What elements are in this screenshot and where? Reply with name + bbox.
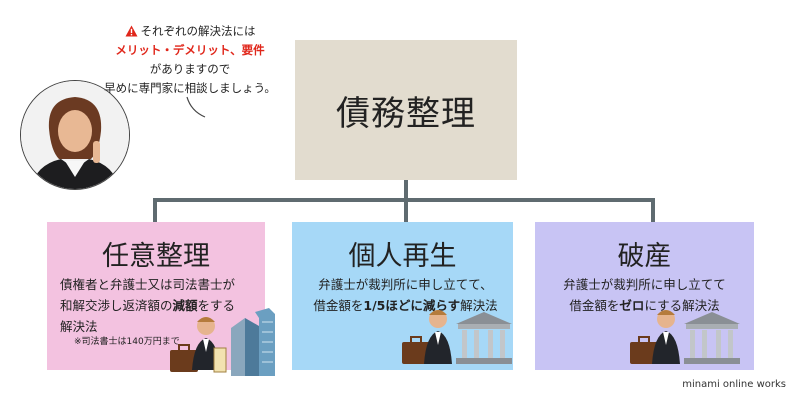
briefcase-icon bbox=[630, 336, 658, 364]
desc-line: 和解交渉し返済額の減額をする bbox=[60, 298, 236, 313]
credit-text: minami online works bbox=[682, 379, 786, 390]
briefcase-icon bbox=[402, 336, 430, 364]
speech-text: それぞれの解決法には メリット・デメリット、要件 がありますので 早めに専門家に… bbox=[100, 22, 280, 98]
voluntary-settlement-desc: 債権者と弁護士又は司法書士が 和解交渉し返済額の減額をする 解決法 bbox=[60, 274, 235, 337]
bankruptcy-title: 破産 bbox=[617, 241, 672, 272]
bankruptcy-desc: 弁護士が裁判所に申し立てて 借金額をゼロにする解決法 bbox=[545, 274, 744, 316]
judicial-scrivener-note: ※司法書士は140万円まで bbox=[74, 337, 180, 347]
advisor-avatar bbox=[20, 80, 130, 190]
skyscraper-icon bbox=[231, 308, 275, 376]
desc-line: 借金額をゼロにする解決法 bbox=[569, 298, 720, 313]
bold-text: 1/5ほどに減らす bbox=[363, 298, 461, 313]
courthouse-icon bbox=[684, 312, 740, 364]
bold-text: ゼロ bbox=[619, 298, 645, 313]
lawyer-icon bbox=[424, 310, 452, 364]
lawyer-group-2 bbox=[402, 310, 512, 364]
lawyer-group-1 bbox=[170, 317, 227, 373]
courthouse-icon bbox=[456, 312, 512, 364]
desc-line: 解決法 bbox=[60, 319, 98, 334]
desc-line: 債権者と弁護士又は司法書士が bbox=[60, 277, 236, 292]
speech-line-1-text: それぞれの解決法には bbox=[140, 24, 256, 38]
individual-rehabilitation-title: 個人再生 bbox=[348, 241, 457, 272]
speech-tail bbox=[186, 96, 206, 118]
scroll-icon bbox=[213, 347, 227, 373]
desc-line: 借金額を1/5ほどに減らす解決法 bbox=[313, 298, 498, 313]
warning-icon bbox=[125, 25, 137, 37]
speech-line-1: それぞれの解決法には bbox=[100, 22, 280, 41]
lawyer-icon bbox=[652, 310, 680, 364]
individual-rehabilitation-desc: 弁護士が裁判所に申し立てて、 借金額を1/5ほどに減らす解決法 bbox=[308, 274, 503, 316]
debt-consolidation-box: 債務整理 bbox=[295, 40, 517, 180]
lawyer-icon bbox=[192, 317, 220, 370]
speech-line-3: がありますので bbox=[149, 62, 231, 76]
debt-consolidation-title: 債務整理 bbox=[336, 93, 476, 134]
voluntary-settlement-box: 任意整理 債権者と弁護士又は司法書士が 和解交渉し返済額の減額をする 解決法 bbox=[47, 222, 265, 370]
desc-line: 弁護士が裁判所に申し立てて、 bbox=[318, 277, 493, 292]
bold-text: 減額 bbox=[172, 298, 198, 313]
lawyer-group-3 bbox=[630, 310, 740, 364]
speech-line-2: メリット・デメリット、要件 bbox=[115, 43, 265, 57]
voluntary-settlement-title: 任意整理 bbox=[102, 241, 210, 272]
speech-line-4: 早めに専門家に相談しましょう。 bbox=[104, 81, 276, 95]
briefcase-icon bbox=[170, 344, 198, 372]
desc-line: 弁護士が裁判所に申し立てて bbox=[563, 277, 726, 292]
